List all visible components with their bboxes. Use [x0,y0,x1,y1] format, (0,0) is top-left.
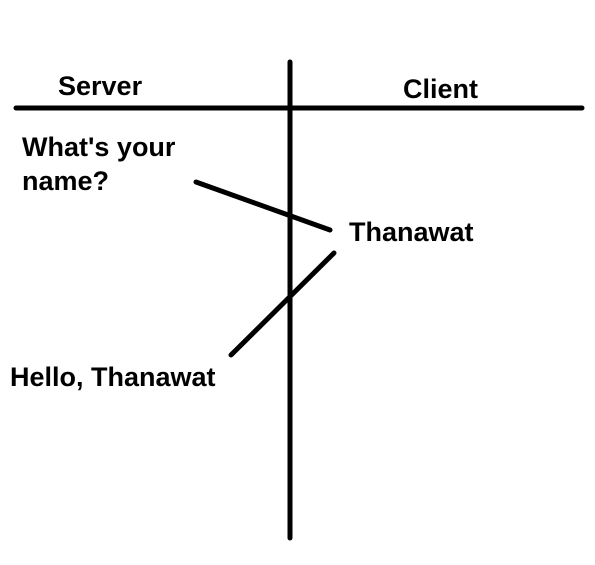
server-greeting-message: Hello, Thanawat [10,362,216,392]
question-line-2: name? [22,166,110,196]
client-answer-message: Thanawat [349,217,474,247]
server-question-message: What's your name? [22,130,175,198]
client-column-header: Client [403,74,479,104]
server-column-header: Server [58,71,143,101]
arrow-answer-to-reply [228,250,337,358]
question-line-1: What's your [22,132,176,162]
arrow-question-to-answer [193,179,333,233]
